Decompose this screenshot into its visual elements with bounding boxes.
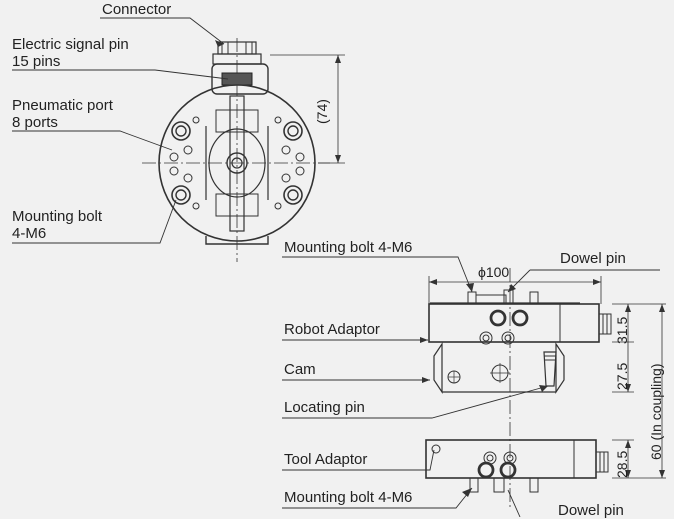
dimension-total: 60 (In coupling)	[648, 363, 664, 460]
mounting-bolt-top-label: Mounting bolt 4-M6	[284, 239, 413, 256]
dowel-pin-bottom-label: Dowel pin	[558, 502, 624, 519]
tool-adaptor-label: Tool Adaptor	[284, 451, 368, 468]
height-dimension: (74)	[314, 99, 330, 124]
signal-pin-count: 15 pins	[12, 53, 61, 70]
pneumatic-port-count: 8 ports	[12, 114, 58, 131]
robot-adaptor-label: Robot Adaptor	[284, 321, 380, 338]
pneumatic-port-label: Pneumatic port	[12, 97, 113, 114]
diameter-dimension: ϕ100	[478, 264, 510, 280]
locating-pin-label: Locating pin	[284, 399, 365, 416]
mounting-bolt-spec: 4-M6	[12, 225, 47, 242]
dimension-31-5: 31.5	[614, 316, 630, 344]
dimension-27-5: 27.5	[614, 362, 630, 390]
connector-label: Connector	[102, 1, 172, 18]
mounting-bolt-label: Mounting bolt	[12, 208, 103, 225]
cam-label: Cam	[284, 361, 316, 378]
dowel-pin-top-label: Dowel pin	[560, 250, 626, 267]
signal-pin-label: Electric signal pin	[12, 36, 129, 53]
dimension-28-5: 28.5	[614, 450, 630, 478]
mounting-bolt-bottom-label: Mounting bolt 4-M6	[284, 489, 413, 506]
